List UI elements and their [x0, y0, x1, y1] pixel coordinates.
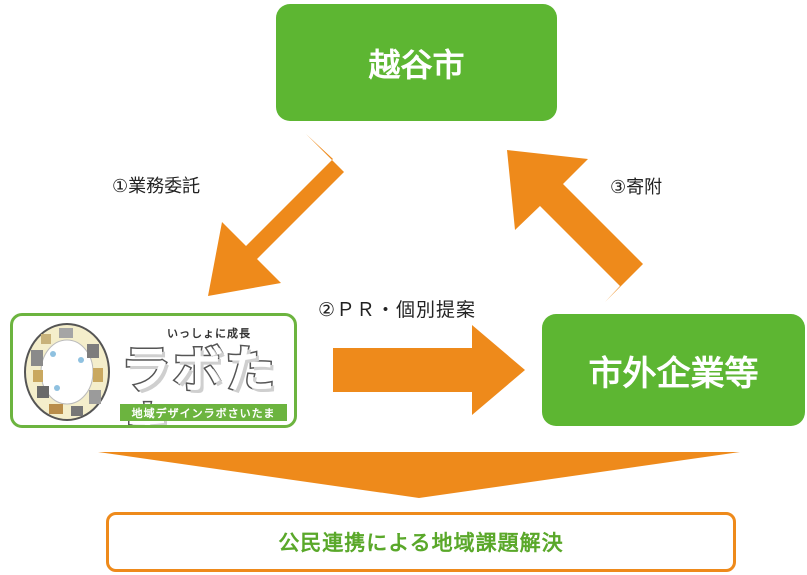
arrow-outsourcing — [208, 134, 344, 296]
arrow-donation — [507, 150, 643, 302]
node-koshigaya-city: 越谷市 — [276, 4, 557, 121]
result-box: 公民連携による地域課題解決 — [106, 512, 736, 572]
arrow-result — [98, 452, 740, 498]
edge-label-outsourcing: ①業務委託 — [112, 176, 201, 197]
logo-subtitle: 地域デザインラボさいたま — [120, 404, 287, 421]
labotama-logo: いっしょに成長 ラボたま 地域デザインラボさいたま — [10, 313, 297, 428]
edge-label-pr-proposal: ②ＰＲ・個別提案 — [318, 299, 477, 321]
city-emblem-icon — [24, 323, 110, 421]
node-outside-companies: 市外企業等 — [542, 314, 805, 426]
arrow-pr-proposal — [333, 325, 525, 415]
logo-tagline: いっしょに成長 — [167, 327, 251, 340]
edge-label-donation: ③寄附 — [610, 177, 663, 198]
